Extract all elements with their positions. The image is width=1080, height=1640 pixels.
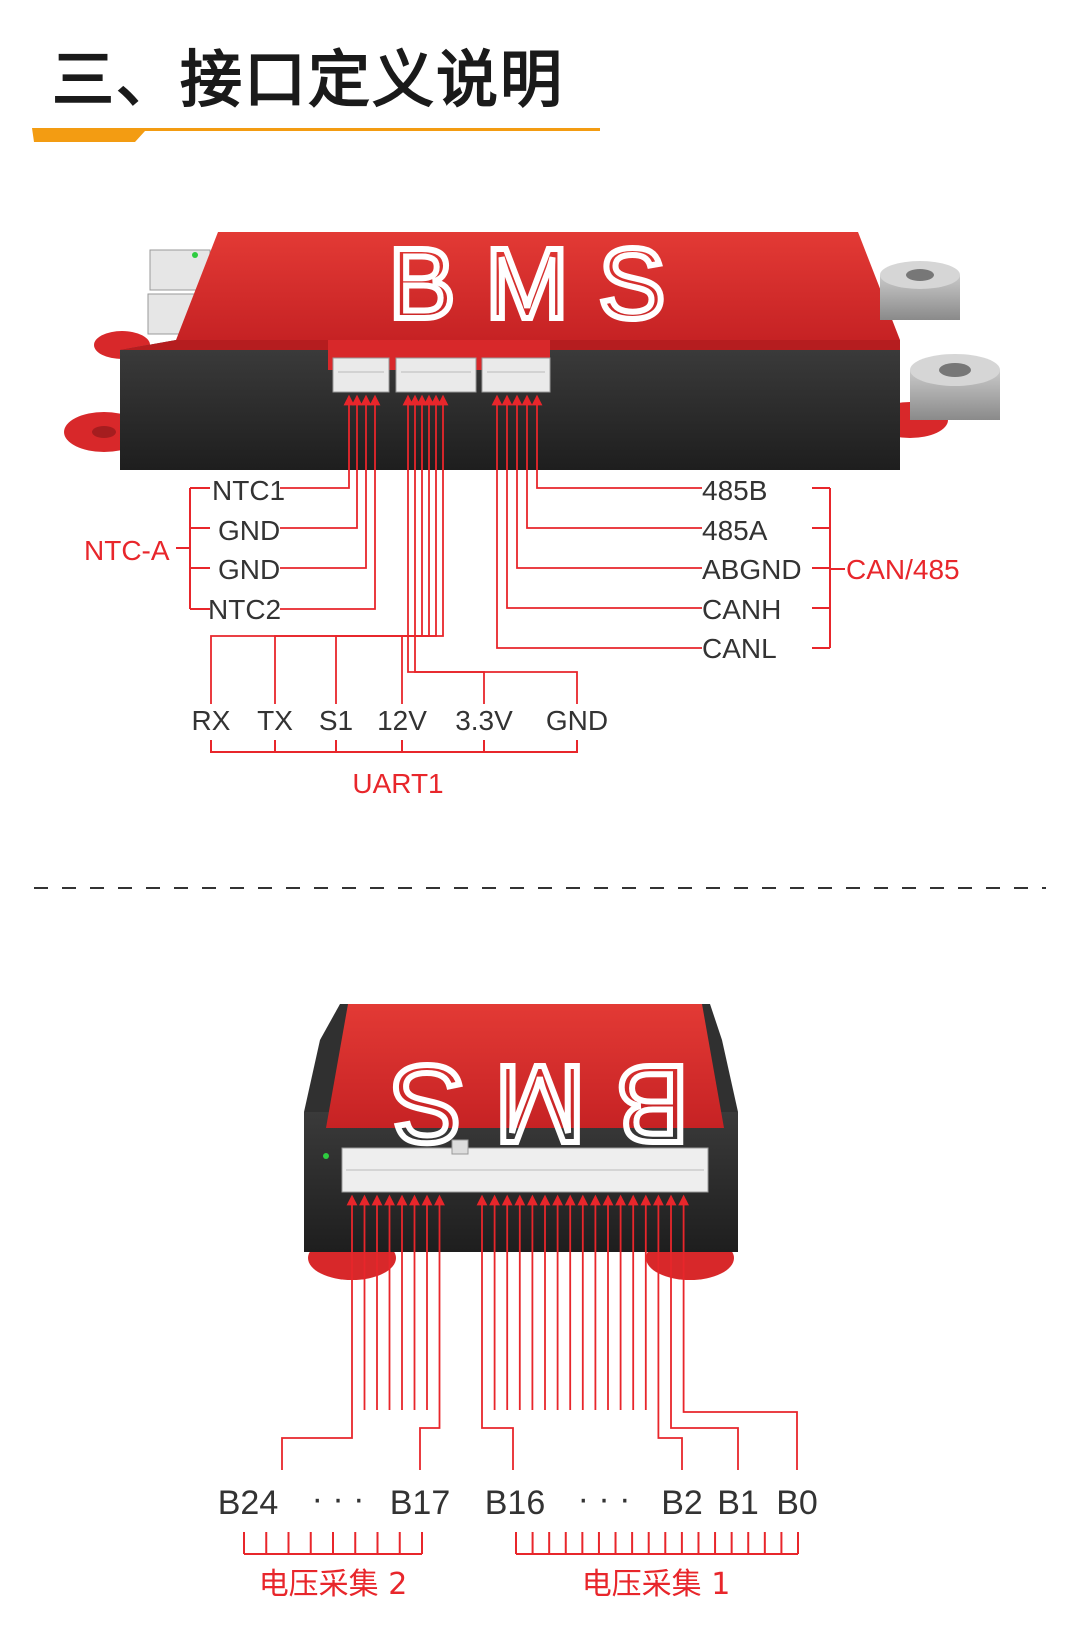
uart-pin-label: 12V: [377, 705, 427, 736]
voltage-group-label: 电压采集 1: [582, 1567, 731, 1602]
connector-can485: [481, 357, 551, 393]
bms-lid: [176, 232, 900, 340]
title-underline: [32, 128, 600, 142]
can485-group-label: CAN/485: [846, 554, 960, 585]
connector-uart: [395, 357, 477, 393]
pin-wire: [665, 1194, 739, 1470]
ntc-pin-label: NTC1: [212, 475, 285, 506]
can485-pin-label: CANH: [702, 594, 781, 625]
voltage-group-2: B24 · · · B17 电压采集 2: [218, 1480, 451, 1602]
pin-wire: [280, 394, 381, 610]
uart-group: RX TX S1 12V 3.3V GND UART1: [192, 705, 609, 799]
cell-label-dots: · · ·: [312, 1480, 365, 1518]
pin-wire: [521, 394, 702, 529]
terminal-bolt: [880, 261, 960, 320]
ntc-pin-label: GND: [218, 554, 280, 585]
ntc-pin-label: GND: [218, 515, 280, 546]
pin-wire: [491, 394, 702, 649]
bms-lid: [326, 1004, 724, 1128]
cell-label: B1: [717, 1484, 759, 1522]
uart-group-label: UART1: [352, 768, 443, 799]
pin-wire: [280, 394, 363, 529]
uart-pin-label: TX: [257, 705, 293, 736]
uart-pin-label: RX: [192, 705, 231, 736]
cell-label-dots: · · ·: [578, 1480, 631, 1518]
pin-wire: [281, 1194, 358, 1470]
cell-label-start: B16: [485, 1484, 546, 1522]
pin-wire: [653, 1194, 683, 1470]
pin-wire: [511, 394, 702, 569]
pin-wire: [280, 394, 372, 569]
can485-pin-label: 485B: [702, 475, 767, 506]
pin-wires-top: [210, 394, 702, 704]
cell-label: B0: [776, 1484, 818, 1522]
can485-pin-label: 485A: [702, 515, 768, 546]
bms-board-bottom: BMS: [304, 1004, 738, 1280]
connector-ntc: [332, 357, 390, 393]
uart-pin-label: 3.3V: [455, 705, 513, 736]
ntc-group-label: NTC-A: [84, 535, 170, 566]
pin-wires-bottom: [281, 1194, 798, 1470]
group-brackets: [243, 1532, 799, 1555]
bms-logo: BMS: [389, 228, 696, 340]
pin-wire: [419, 1194, 445, 1470]
pin-wire: [401, 394, 428, 704]
page-title: 三、接口定义说明: [52, 43, 565, 116]
voltage-group-label: 电压采集 2: [259, 1567, 408, 1602]
bms-logo: BMS: [361, 1042, 689, 1165]
pin-wire: [531, 394, 702, 489]
pin-wire: [402, 394, 578, 704]
cell-label-end: B17: [390, 1484, 451, 1522]
cell-label-start: B24: [218, 1484, 279, 1522]
uart-pin-label: GND: [546, 705, 608, 736]
terminal-bolt: [910, 354, 1000, 420]
pin-wire: [501, 394, 702, 609]
voltage-group-1: B16 · · · B2 B1 B0 电压采集 1: [485, 1480, 818, 1602]
can485-group: 485B 485A ABGND CANH CANL CAN/485: [702, 475, 960, 664]
can485-pin-label: CANL: [702, 633, 777, 664]
comb-bracket: [243, 1532, 423, 1555]
bms-board-top: BMS: [64, 225, 1000, 470]
can485-pin-label: ABGND: [702, 554, 802, 585]
ntc-group: NTC1 GND GND NTC2 NTC-A: [84, 475, 285, 625]
uart-pin-label: S1: [319, 705, 353, 736]
cell-label: B2: [661, 1484, 703, 1522]
pin-wire: [280, 394, 355, 489]
pin-wire: [678, 1194, 798, 1470]
comb-bracket: [515, 1532, 799, 1555]
pin-wire: [476, 1194, 514, 1470]
ntc-pin-label: NTC2: [208, 594, 281, 625]
pin-wire: [335, 394, 435, 704]
